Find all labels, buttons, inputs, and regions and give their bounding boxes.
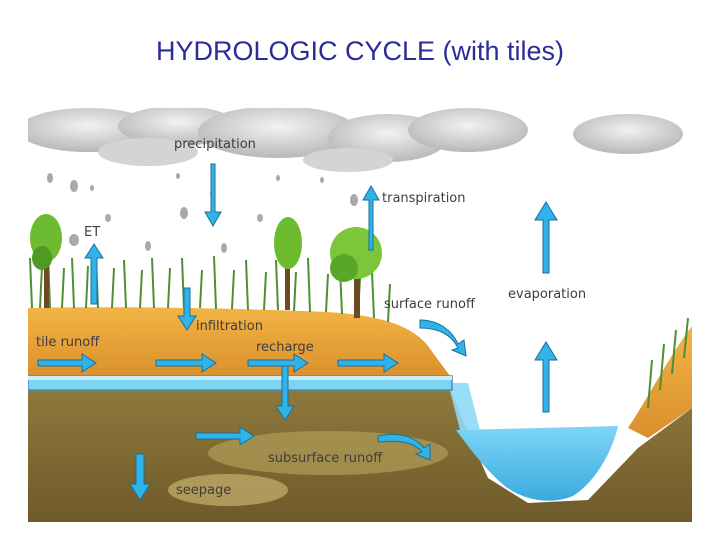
stream-water bbox=[456, 426, 618, 501]
subsurface-arrow bbox=[195, 426, 255, 446]
precipitation-arrow bbox=[204, 163, 222, 228]
cloud-icon bbox=[28, 108, 683, 172]
label-precipitation: precipitation bbox=[174, 137, 256, 152]
tile-runoff-arrow bbox=[37, 353, 97, 373]
label-recharge: recharge bbox=[256, 340, 314, 355]
label-transpiration: transpiration bbox=[382, 191, 466, 206]
infiltration-arrow bbox=[177, 287, 197, 331]
evaporation-arrow-lower bbox=[534, 341, 558, 413]
label-evaporation: evaporation bbox=[508, 287, 586, 302]
flow-arrow-3 bbox=[337, 353, 399, 373]
label-seepage: seepage bbox=[176, 483, 231, 498]
evaporation-arrow-upper bbox=[534, 201, 558, 274]
flow-arrow-1 bbox=[155, 353, 217, 373]
flow-arrow-2 bbox=[247, 353, 309, 373]
label-surface-runoff: surface runoff bbox=[384, 297, 476, 312]
label-et: ET bbox=[84, 225, 100, 240]
arrow-icon bbox=[37, 163, 558, 501]
page-title: HYDROLOGIC CYCLE (with tiles) bbox=[155, 36, 565, 66]
seepage-zone bbox=[168, 474, 288, 506]
subsurface-zone bbox=[208, 431, 448, 475]
transpiration-arrow bbox=[362, 184, 380, 251]
raindrop-icon bbox=[39, 173, 358, 253]
recharge-arrow bbox=[275, 365, 295, 421]
tile-drain-highlight bbox=[28, 376, 452, 380]
subsurface-runoff-arrow bbox=[377, 434, 431, 461]
tree-icon bbox=[30, 214, 382, 318]
surface-runoff-arrow bbox=[419, 319, 467, 357]
tile-outlet-waterfall bbox=[448, 383, 480, 430]
seepage-arrow bbox=[129, 453, 151, 501]
et-arrow bbox=[84, 243, 104, 305]
label-infiltration: infiltration bbox=[196, 319, 263, 334]
hydrologic-cycle-diagram: precipitation transpiration ET surface r… bbox=[28, 108, 692, 522]
label-tile-runoff: tile runoff bbox=[36, 335, 100, 350]
label-subsurface-runoff: subsurface runoff bbox=[268, 451, 383, 466]
